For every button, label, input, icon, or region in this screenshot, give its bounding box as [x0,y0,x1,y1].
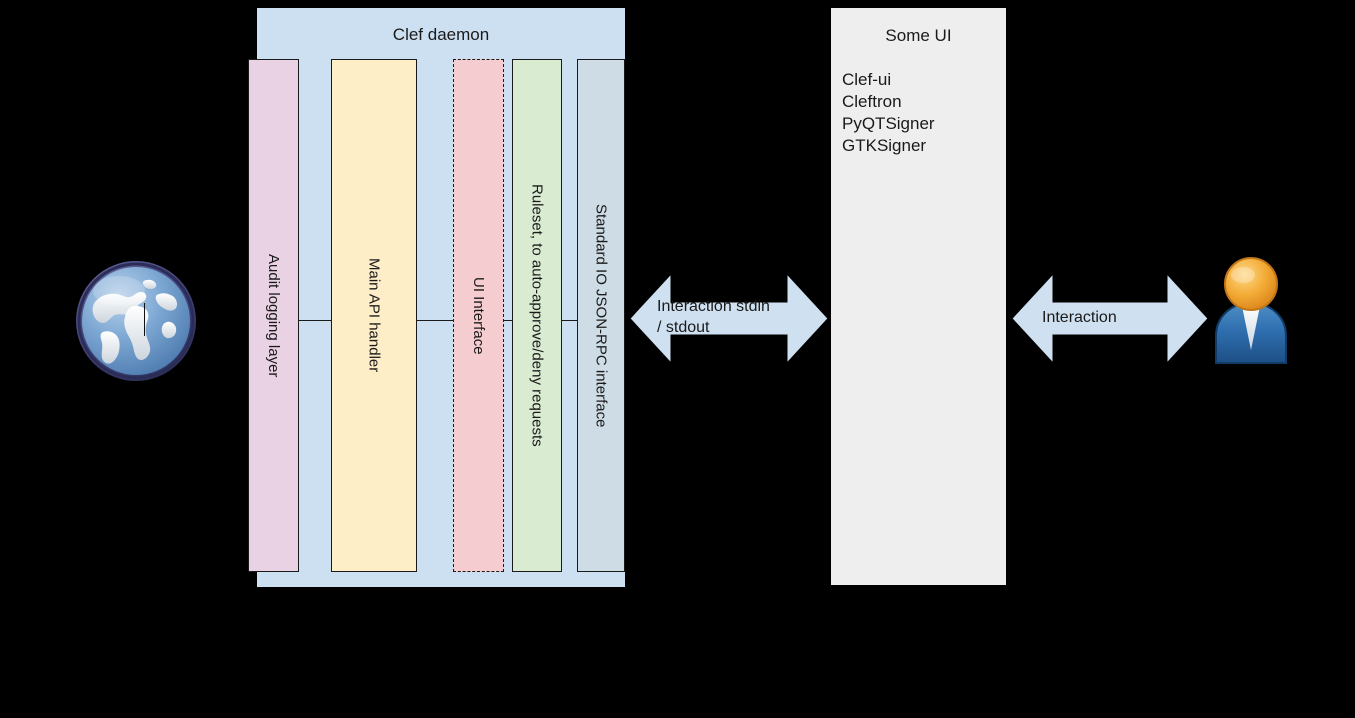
clef-daemon-title: Clef daemon [392,25,490,44]
globe-icon-svg [76,261,196,381]
layer-ruleset[interactable]: Ruleset, to auto-approve/deny requests [512,59,562,572]
list-item: GTKSigner [842,136,927,155]
layer-standard-io-jsonrpc[interactable]: Standard IO JSON-RPC interface [577,59,625,572]
connector-mainapi-to-uiinterface [416,320,454,321]
some-ui-panel: Some UI Clef-ui Cleftron PyQTSigner GTKS… [831,8,1006,585]
layer-main-api-handler-label: Main API handler [365,258,383,373]
connector-uiinterface-to-ruleset [503,320,513,321]
globe-icon [73,258,199,384]
layer-audit-logging-layer[interactable]: Audit logging layer [248,59,299,572]
connector-audit-to-mainapi [298,320,332,321]
clef-daemon-panel: Clef daemon [257,8,625,587]
layer-ui-interface[interactable]: UI Interface [453,59,504,572]
globe-pointer-tick [144,303,145,336]
connector-ruleset-to-stdio [561,320,578,321]
layer-standard-io-jsonrpc-label: Standard IO JSON-RPC interface [592,203,610,428]
arrow-ui-to-user: Interaction [1012,274,1208,363]
list-item: Clef-ui [842,70,892,89]
arrow-stdio-to-ui-svg [630,274,828,363]
list-item: Cleftron [842,92,902,111]
layer-audit-logging-layer-label: Audit logging layer [265,253,282,378]
user-icon [1205,255,1297,365]
arrow-ui-to-user-svg [1012,274,1208,363]
some-ui-list: Clef-ui Cleftron PyQTSigner GTKSigner [842,69,935,157]
layer-ruleset-label: Ruleset, to auto-approve/deny requests [528,184,546,447]
layer-ui-interface-label: UI Interface [470,276,487,355]
list-item: PyQTSigner [842,114,935,133]
user-icon-svg [1215,257,1287,364]
some-ui-title: Some UI [885,26,952,45]
layer-main-api-handler[interactable]: Main API handler [331,59,417,572]
arrow-stdio-to-ui: Interaction stdin / stdout [630,274,828,363]
